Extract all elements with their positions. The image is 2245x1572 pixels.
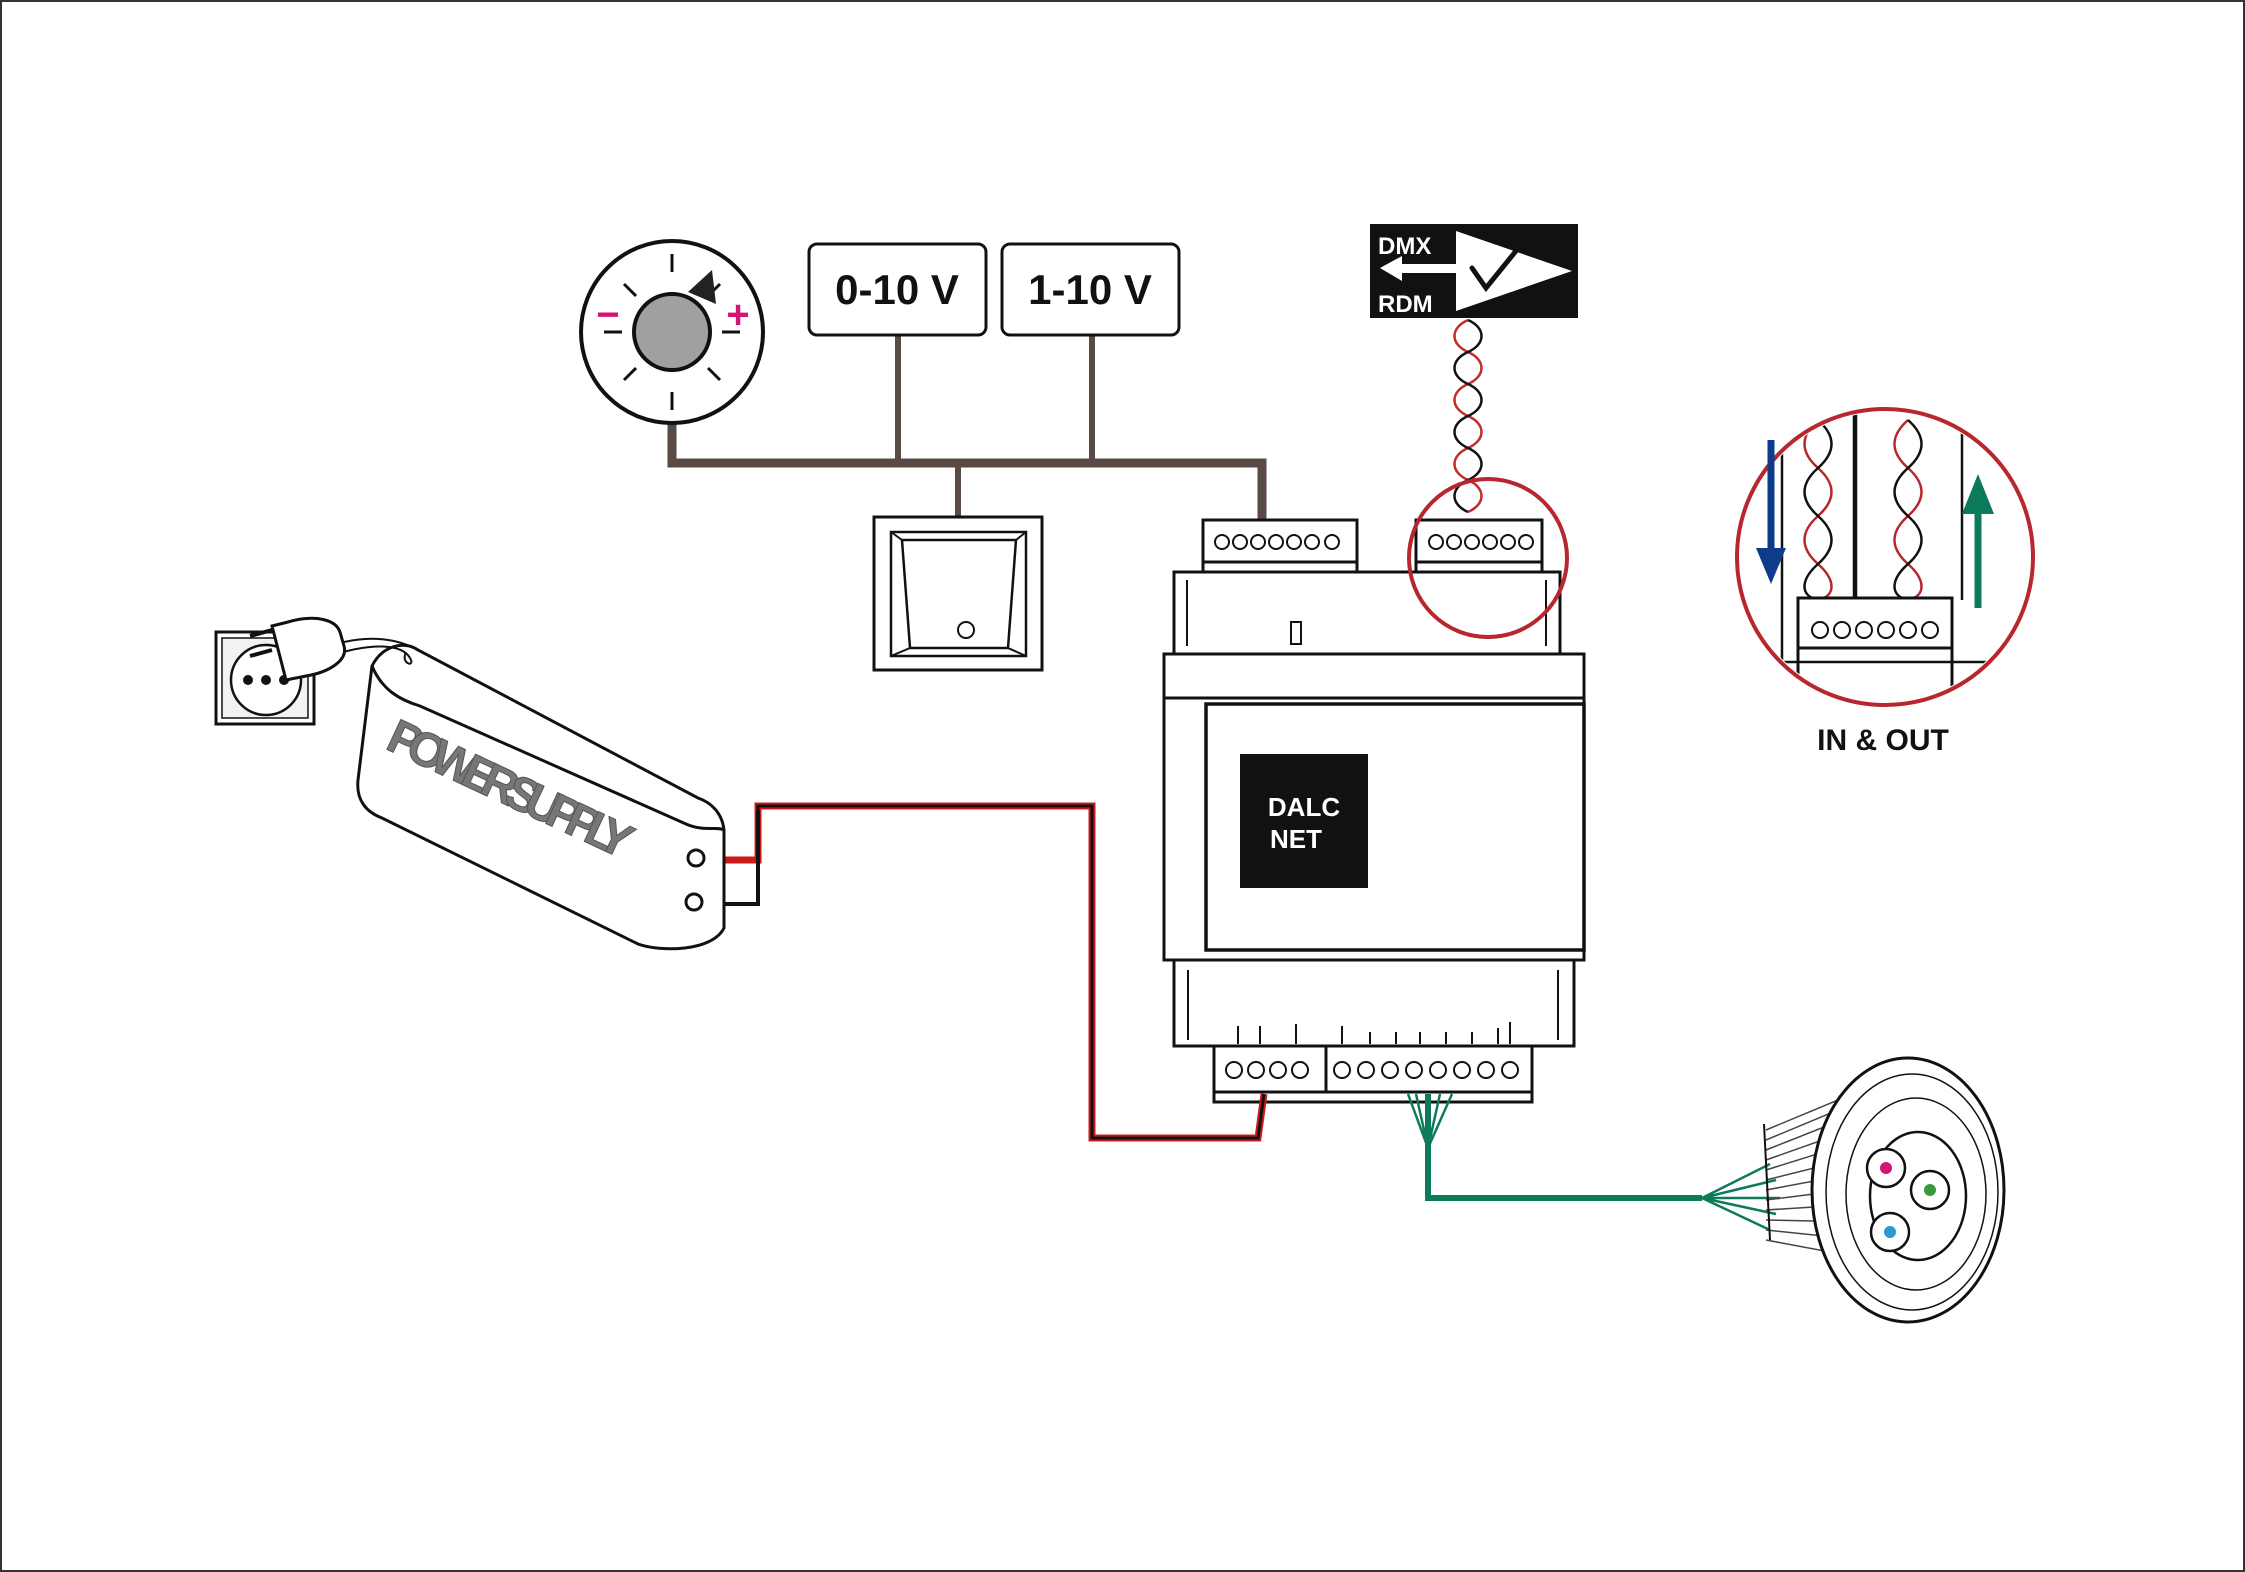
in-out-highlight [1735, 407, 2035, 707]
knob-icon[interactable] [632, 292, 712, 372]
led-spotlight [1763, 1056, 2006, 1324]
push-button[interactable] [872, 515, 1044, 672]
check-icon [1469, 243, 1523, 293]
mode-0-10v-label: 0-10 V [835, 266, 959, 313]
potentiometer: − + [579, 239, 765, 425]
device-name-line1: DALC [1268, 792, 1340, 822]
dalcnet-logo [1240, 754, 1368, 888]
arrow-down-icon [1756, 440, 1786, 584]
led-blue-icon [1884, 1226, 1896, 1238]
pot-plus-label: + [726, 293, 749, 337]
rdm-label: RDM [1378, 291, 1433, 318]
dalcnet-controller [1162, 518, 1586, 1104]
pot-minus-label: − [596, 293, 619, 337]
device-name-line2: NET [1270, 824, 1322, 854]
led-red-icon [1880, 1162, 1892, 1174]
in-out-label: IN & OUT [1817, 724, 1949, 757]
led-green-icon [1924, 1184, 1936, 1196]
dmx-label: DMX [1378, 233, 1431, 260]
in-out-detail: IN & OUT [1735, 407, 2035, 757]
arrow-up-icon [1962, 474, 1994, 608]
mode-1-10v-box: 1-10 V [1000, 242, 1181, 337]
mode-1-10v-label: 1-10 V [1028, 266, 1152, 313]
mode-0-10v-box: 0-10 V [807, 242, 988, 337]
dmx-rdm-badge: DMX RDM [1370, 224, 1578, 318]
arrow-left-icon [1380, 256, 1458, 281]
led-output-wires [1406, 1093, 1780, 1232]
plug-icon [249, 616, 419, 682]
power-wires [692, 802, 1268, 1142]
dmx-connector-highlight [1407, 477, 1569, 639]
